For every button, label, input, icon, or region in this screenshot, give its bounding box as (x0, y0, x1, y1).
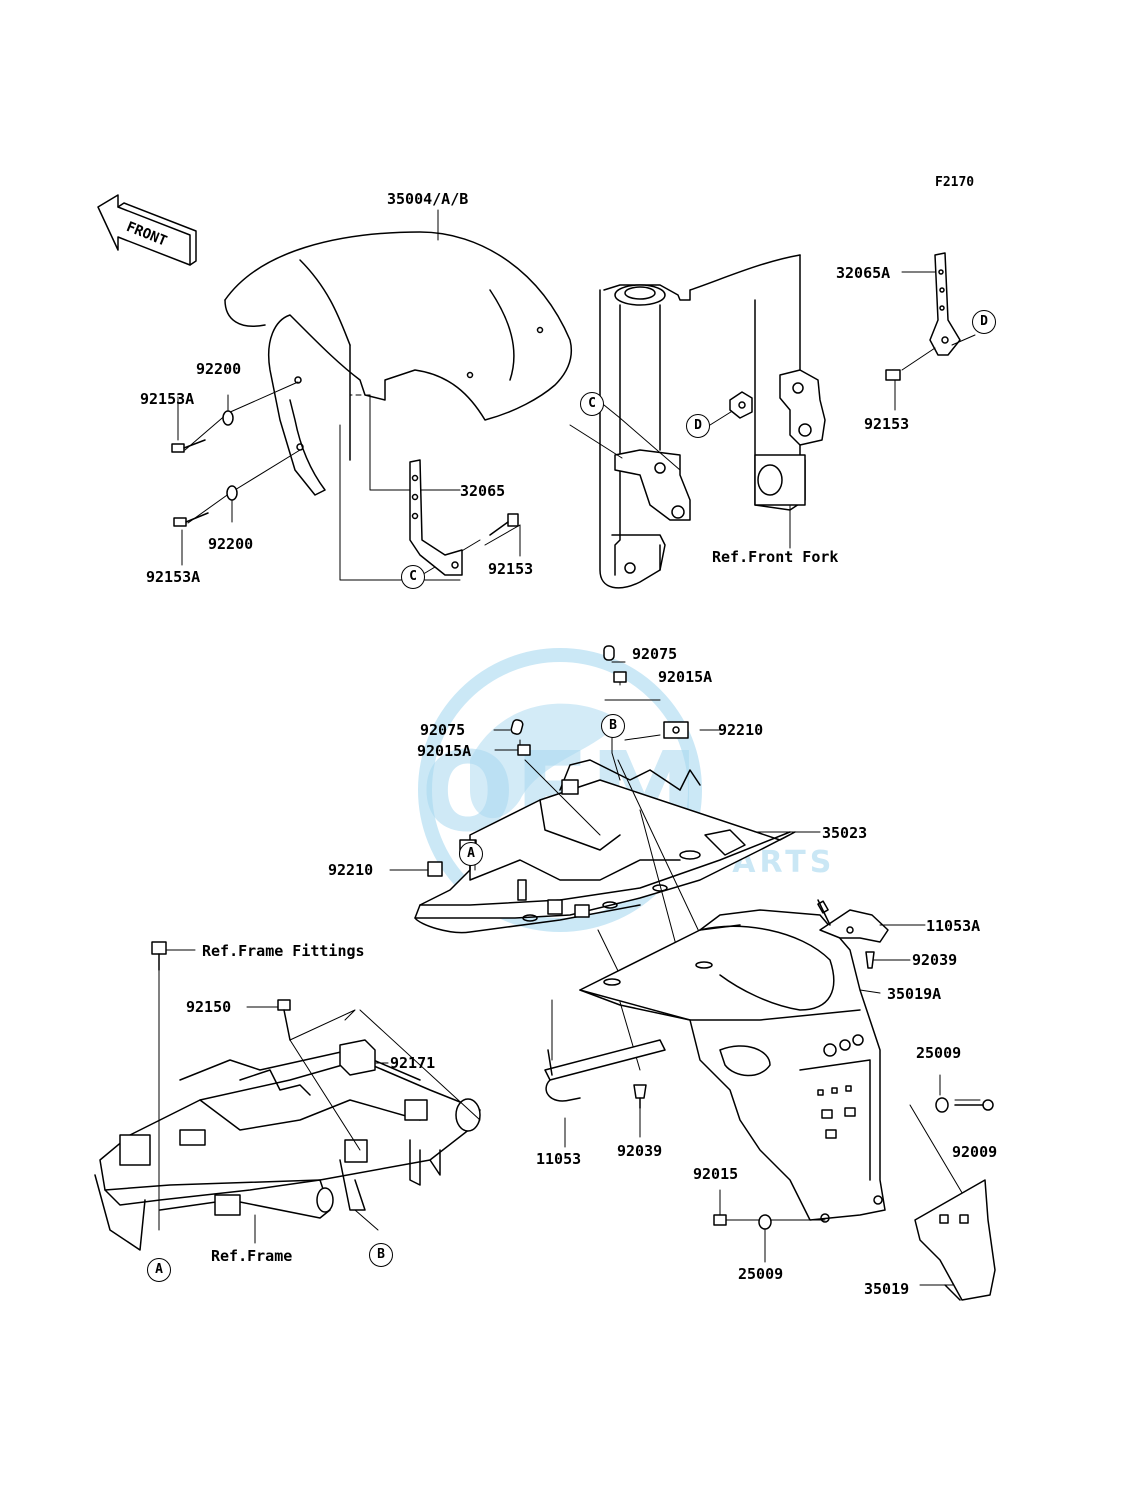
label-35004: 35004/A/B (387, 190, 469, 208)
bolt-92153-right-icon (885, 369, 901, 381)
label-35019: 35019 (864, 1280, 910, 1298)
rubber-92171-icon (339, 1039, 376, 1076)
clip-92210-left-icon (427, 861, 443, 877)
washer-25009-bottom-icon (758, 1214, 772, 1230)
callout-b-undertray: B (601, 714, 625, 738)
label-92009: 92009 (952, 1143, 998, 1161)
label-11053A: 11053A (926, 917, 981, 935)
bracket-D-fork-drawing (729, 391, 753, 419)
label-32065: 32065 (460, 482, 506, 500)
callout-a-frame: A (147, 1258, 171, 1282)
bolt-ref-frame-fittings-icon (151, 941, 167, 971)
leader-lines-frame (158, 949, 481, 1244)
grommet-92075-top-icon (603, 645, 615, 661)
bolt-92153-mid-icon (489, 513, 519, 536)
label-92039-right: 92039 (912, 951, 958, 969)
label-92153A-bottom: 92153A (146, 568, 201, 586)
screw-92153A-bottom-icon (173, 512, 209, 527)
callout-c-fork: C (580, 392, 604, 416)
nut-92015A-left-icon (517, 744, 531, 756)
front-fender-drawing (224, 231, 572, 496)
label-92153-right: 92153 (864, 415, 910, 433)
nut-92015A-top-icon (613, 671, 627, 683)
label-92015: 92015 (693, 1165, 739, 1183)
washer-92200-bottom-icon (226, 485, 238, 501)
rivet-92039-right-icon (865, 951, 875, 969)
label-92015A-top: 92015A (658, 668, 713, 686)
grommet-92075-left-icon (510, 719, 524, 735)
bracket-11053A-drawing (817, 899, 889, 943)
label-92150: 92150 (186, 998, 232, 1016)
callout-c-fender: C (401, 565, 425, 589)
label-92039-bottom: 92039 (617, 1142, 663, 1160)
screw-92153A-top-icon (171, 439, 206, 453)
label-92075-left: 92075 (420, 721, 466, 739)
rivet-92039-bottom-icon (633, 1084, 647, 1109)
leader-lines-undertray (389, 661, 821, 976)
label-92015A-left: 92015A (417, 742, 472, 760)
callout-d-fork: D (686, 414, 710, 438)
label-ref-front-fork: Ref.Front Fork (712, 548, 839, 566)
label-25009-bottom: 25009 (738, 1265, 784, 1283)
callout-d-bracket: D (972, 310, 996, 334)
bolt-92150-icon (277, 999, 291, 1041)
front-fork-drawing (599, 254, 826, 589)
leader-lines-right (894, 271, 976, 411)
washer-92200-top-icon (222, 410, 234, 426)
bolt-92009-icon (954, 1099, 994, 1111)
label-92200-top: 92200 (196, 360, 242, 378)
clip-92210-right-icon (663, 721, 689, 739)
label-92153-mid: 92153 (488, 560, 534, 578)
label-92210-left: 92210 (328, 861, 374, 879)
mud-flap-35019-drawing (914, 1179, 996, 1301)
label-32065A: 32065A (836, 264, 891, 282)
bracket-32065A-drawing (929, 252, 961, 356)
bracket-11053-drawing (544, 1039, 666, 1102)
callout-b-frame: B (369, 1243, 393, 1267)
callout-a-undertray: A (459, 842, 483, 866)
bracket-32065-drawing (409, 459, 463, 576)
undertray-35023-drawing (414, 759, 796, 934)
washer-25009-top-icon (935, 1097, 949, 1113)
label-ref-frame: Ref.Frame (211, 1247, 293, 1265)
label-35023: 35023 (822, 824, 868, 842)
nut-92015-icon (713, 1214, 727, 1226)
front-arrow-icon: FRONT (97, 194, 197, 266)
label-92210-right: 92210 (718, 721, 764, 739)
label-11053: 11053 (536, 1150, 582, 1168)
leader-lines-rear (551, 924, 991, 1286)
label-92171: 92171 (390, 1054, 436, 1072)
label-92200-bottom: 92200 (208, 535, 254, 553)
label-ref-frame-fittings: Ref.Frame Fittings (202, 942, 365, 960)
label-35019A: 35019A (887, 985, 942, 1003)
rear-frame-drawing (94, 1049, 481, 1251)
rear-fender-35019A-drawing (579, 909, 886, 1223)
figure-code: F2170 (935, 175, 975, 190)
label-92153A-top: 92153A (140, 390, 195, 408)
label-92075-top: 92075 (632, 645, 678, 663)
label-25009-top: 25009 (916, 1044, 962, 1062)
